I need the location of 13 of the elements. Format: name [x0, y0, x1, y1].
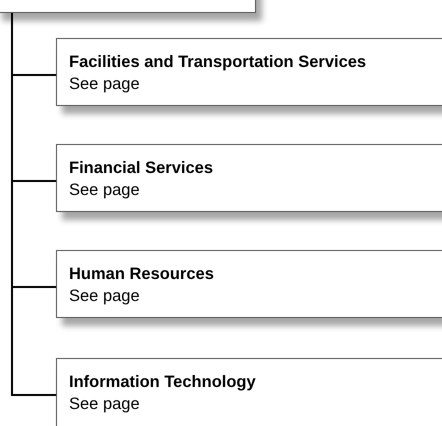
unit-title: Information Technology: [69, 372, 256, 393]
org-box: [56, 38, 442, 106]
page-reference: See page: [69, 394, 140, 415]
page-reference: See page: [69, 74, 140, 95]
page-reference: See page: [69, 180, 140, 201]
unit-title: Facilities and Transportation Services: [69, 52, 366, 73]
org-box: [56, 144, 442, 212]
org-box: [56, 250, 442, 318]
connector-line: [11, 13, 56, 396]
unit-title: Human Resources: [69, 264, 214, 285]
unit-title: Financial Services: [69, 158, 213, 179]
page-reference: See page: [69, 286, 140, 307]
org-box: [56, 358, 442, 426]
